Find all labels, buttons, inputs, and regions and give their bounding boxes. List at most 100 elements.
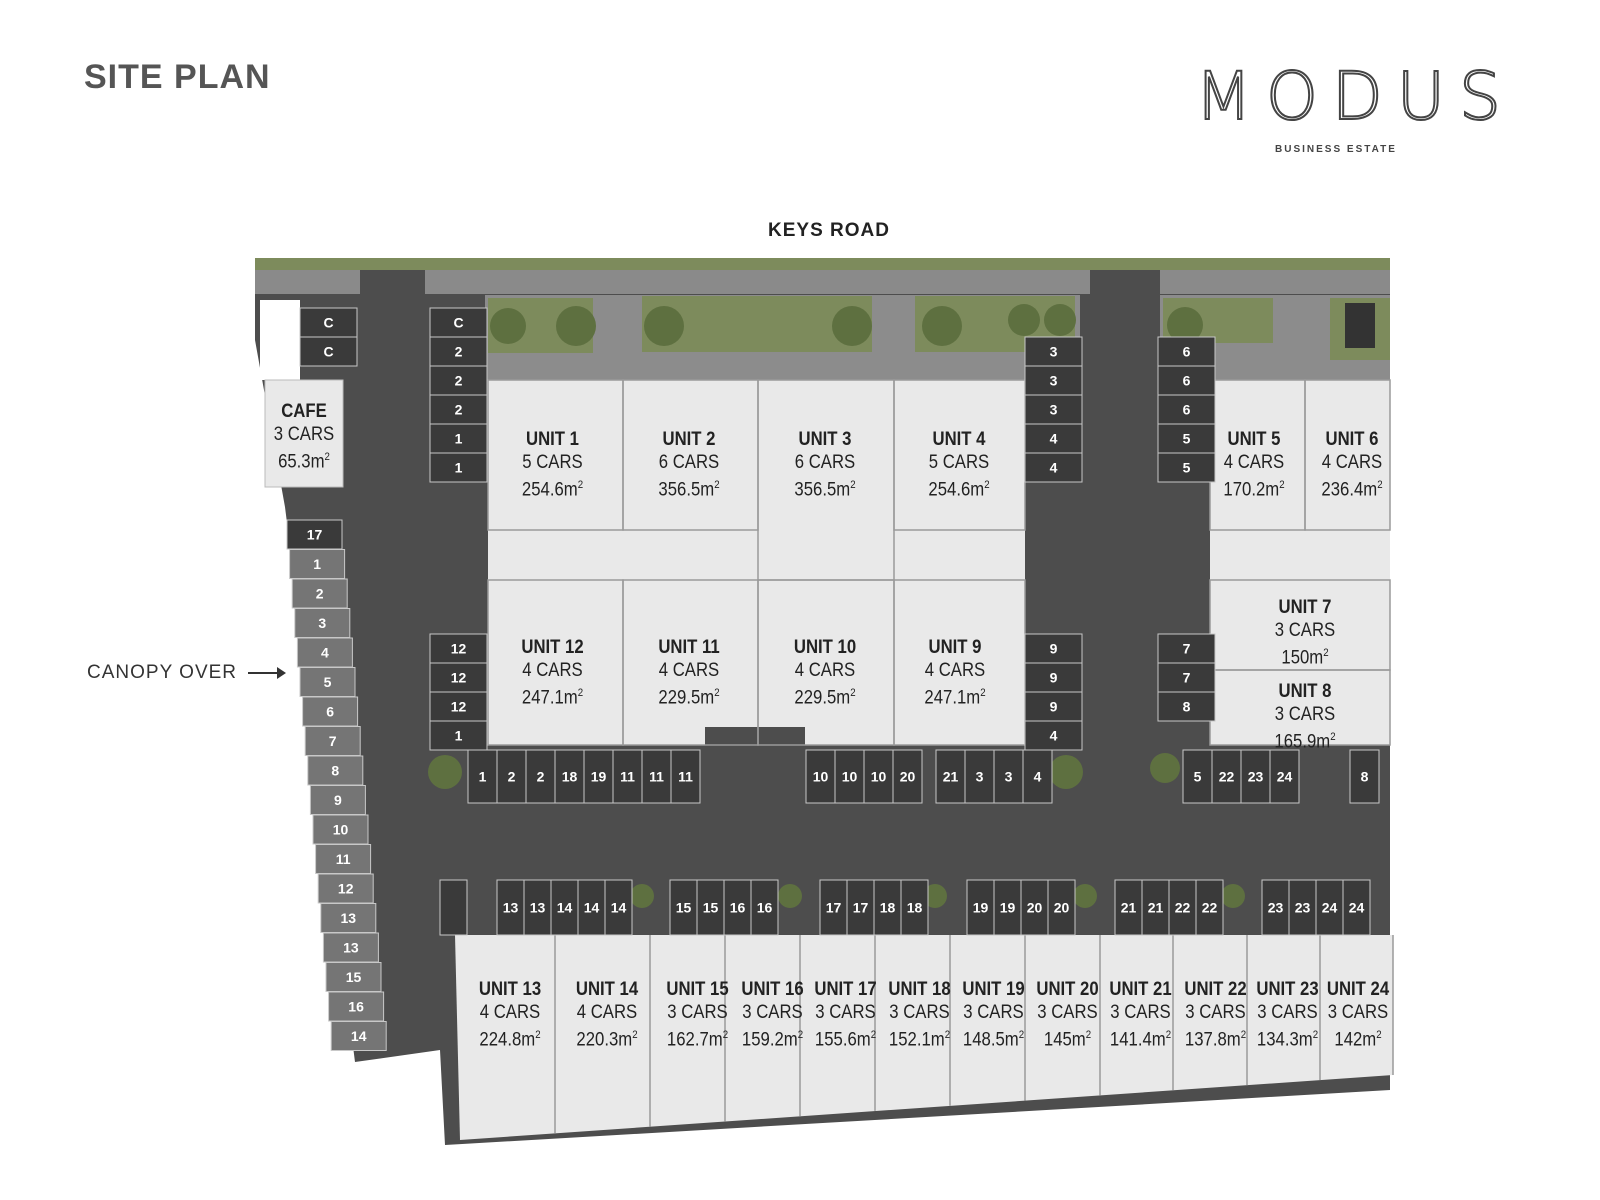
bay-label: 23	[1295, 900, 1311, 916]
parking-bay: 6	[302, 696, 359, 727]
parking-bay: 12	[429, 662, 488, 693]
parking-bay: 12	[429, 633, 488, 664]
bay-label: 11	[336, 851, 351, 867]
unit-name: UNIT 21	[1109, 979, 1172, 1000]
parking-bay: 3	[964, 749, 995, 804]
bay-label: 24	[1349, 900, 1365, 916]
bay-label: 20	[900, 769, 916, 785]
unit-area: 137.8m2	[1184, 1029, 1247, 1051]
unit-name: UNIT 6	[1325, 429, 1379, 450]
bay-label: 21	[943, 769, 959, 785]
parking-bay: 13	[322, 932, 379, 963]
unit-area: 141.4m2	[1109, 1029, 1172, 1051]
unit-name: UNIT 11	[658, 637, 720, 658]
parking-bay: 5	[299, 667, 356, 697]
parking-bay: 20	[1047, 879, 1076, 936]
unit-area: 145m2	[1043, 1029, 1092, 1051]
parking-bay: 17	[286, 519, 343, 550]
unit-cars: 3 CARS	[1327, 1002, 1389, 1023]
bay-label: 13	[530, 900, 546, 916]
parking-bay: 17	[846, 879, 875, 936]
parking-bay: 7	[304, 726, 361, 756]
bay-label: 14	[557, 900, 573, 916]
unit-area: 150m2	[1281, 647, 1329, 669]
bay-label: 20	[1054, 900, 1070, 916]
parking-bay: 18	[554, 749, 585, 804]
unit-cars: 3 CARS	[1037, 1002, 1098, 1023]
unit-cars: 4 CARS	[1321, 452, 1383, 473]
road-label: KEYS ROAD	[768, 220, 890, 241]
parking-bay: 20	[1020, 879, 1049, 936]
page-title: SITE PLAN	[84, 58, 271, 96]
parking-bay: 2	[429, 365, 488, 396]
parking-bay: 18	[900, 879, 929, 936]
unit-area: 254.6m2	[928, 479, 990, 501]
unit-name: UNIT 9	[928, 637, 982, 658]
unit-name: UNIT 22	[1184, 979, 1247, 1000]
unit-cars: 4 CARS	[1223, 452, 1285, 473]
bay-label: 22	[1202, 900, 1218, 916]
unit-area: 152.1m2	[888, 1029, 951, 1051]
bay-label: 21	[1121, 900, 1137, 916]
parking-bay: 4	[1024, 720, 1083, 751]
bay-label: 1	[455, 431, 463, 447]
parking-bay: 4	[1024, 452, 1083, 483]
bay-label: 6	[1183, 373, 1191, 389]
parking-bay: 10	[863, 749, 894, 804]
bay-label: 17	[307, 527, 323, 543]
unit-cars: 4 CARS	[522, 660, 583, 681]
unit-name: UNIT 20	[1036, 979, 1099, 1000]
bay-label: 23	[1268, 900, 1284, 916]
parking-bay: 14	[577, 879, 606, 936]
parking-bay: 2	[429, 394, 488, 425]
bay-label: 17	[826, 900, 842, 916]
unit-name: UNIT 2	[662, 429, 716, 450]
bay-label: 2	[455, 373, 463, 389]
bay-label: 1	[455, 460, 463, 476]
unit-name: UNIT 4	[932, 429, 986, 450]
unit-cars: 3 CARS	[889, 1002, 950, 1023]
bay-label: 22	[1175, 900, 1191, 916]
unit-cars: 4 CARS	[794, 660, 856, 681]
bay-label: 5	[324, 674, 332, 690]
bay-label: 10	[842, 769, 858, 785]
bay-label: 12	[451, 670, 467, 686]
parking-bay: 1	[467, 749, 498, 804]
unit-cars: 3 CARS	[1110, 1002, 1171, 1023]
parking-bay: 14	[550, 879, 579, 936]
footpath	[1160, 270, 1390, 294]
unit-name: UNIT 1	[526, 429, 579, 450]
canopy-label: CANOPY OVER	[87, 662, 238, 683]
parking-bay: 22	[1195, 879, 1224, 936]
parking-bay: 6	[1157, 394, 1216, 425]
building-lower	[455, 935, 1393, 1140]
bay-label: 4	[1050, 431, 1058, 447]
parking-bay: 23	[1240, 749, 1271, 804]
bay-label: 15	[703, 900, 719, 916]
parking-bay: 3	[1024, 365, 1083, 396]
parking-bay: 11	[612, 749, 643, 804]
bay-label: 24	[1322, 900, 1338, 916]
unit-area: 356.5m2	[658, 479, 720, 501]
parking-bay: 21	[935, 749, 966, 804]
unit-area: 229.5m2	[658, 687, 720, 709]
parking-bay: 17	[819, 879, 848, 936]
parking-bay: 2	[496, 749, 527, 804]
parking-bay: 20	[892, 749, 923, 804]
parking-bay: 8	[307, 755, 364, 786]
parking-bay: 9	[1024, 633, 1083, 664]
bay-label: 14	[584, 900, 600, 916]
unit-cars: 3 CARS	[1257, 1002, 1318, 1023]
parking-bay: 9	[1024, 662, 1083, 693]
bay-label: 14	[611, 900, 627, 916]
